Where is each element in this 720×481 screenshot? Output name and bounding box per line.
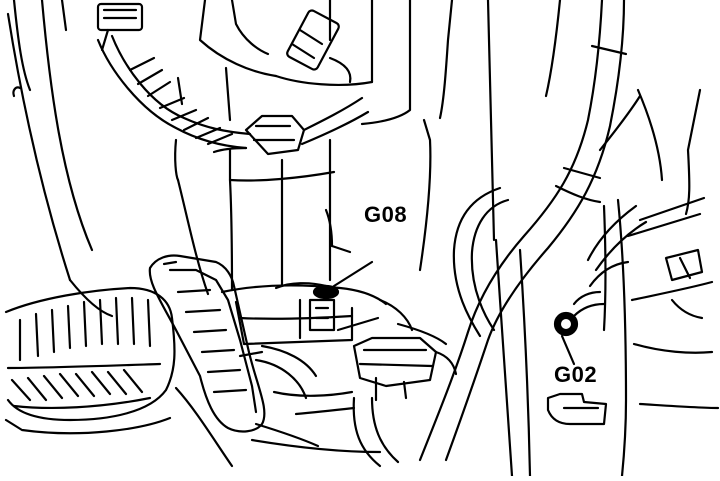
wire-harness [96, 34, 370, 156]
brake-pedal [148, 254, 318, 433]
left-body-panel [6, 0, 114, 318]
g08-label: G08 [364, 202, 408, 227]
g08-ground-area [220, 282, 414, 346]
pedal-arm [174, 386, 382, 468]
upper-connectors [96, 2, 352, 84]
g02-ground-area [546, 302, 608, 426]
g02-leader-line [560, 334, 576, 366]
right-connector [626, 88, 720, 410]
g02-label: G02 [554, 362, 598, 387]
g08-leader-line [332, 260, 374, 288]
dash-housing [176, 0, 454, 272]
center-structure [174, 138, 352, 296]
large-conduit [418, 0, 628, 462]
right-pillar [486, 0, 664, 478]
lower-tube-loop [352, 186, 510, 468]
left-pedal [4, 286, 176, 435]
